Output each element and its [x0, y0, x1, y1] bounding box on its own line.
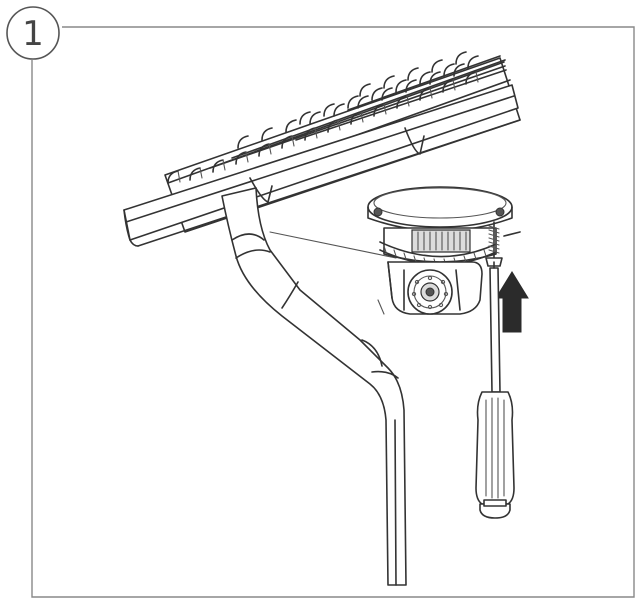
camera-icon — [367, 186, 513, 315]
downspout — [221, 187, 407, 586]
step-number: 1 — [22, 14, 44, 54]
leader-line — [377, 299, 385, 315]
illustration-frame — [31, 26, 635, 598]
screwdriver-icon — [475, 261, 515, 519]
step-badge: 1 — [6, 6, 60, 60]
leader-line — [269, 231, 397, 259]
up-arrow-icon — [495, 271, 529, 333]
